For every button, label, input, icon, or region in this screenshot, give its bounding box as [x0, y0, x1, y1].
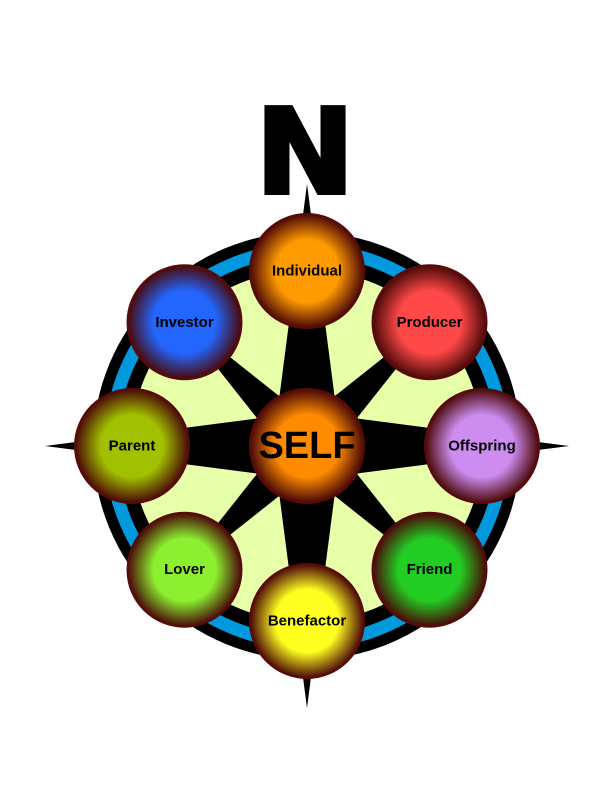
sphere — [249, 563, 365, 679]
sphere — [371, 511, 488, 628]
sphere — [249, 388, 365, 504]
node-label: Benefactor — [268, 613, 347, 630]
sphere — [424, 388, 540, 504]
sphere — [126, 511, 243, 628]
sphere — [249, 213, 365, 329]
node-benefactor[interactable]: Benefactor — [249, 563, 365, 679]
north-label: N — [256, 83, 355, 221]
node-label: Investor — [155, 314, 214, 331]
node-self[interactable]: SELF — [249, 388, 365, 504]
sphere — [74, 388, 190, 504]
node-label: Producer — [397, 314, 463, 331]
node-label: Lover — [164, 561, 205, 578]
node-parent[interactable]: Parent — [74, 388, 190, 504]
node-label: Parent — [109, 438, 156, 455]
node-label: Friend — [407, 561, 453, 578]
nodes-group: IndividualProducerOffspringFriendBenefac… — [74, 213, 540, 679]
node-investor[interactable]: Investor — [126, 264, 243, 381]
node-lover[interactable]: Lover — [126, 511, 243, 628]
sphere — [126, 264, 243, 381]
node-label: Offspring — [448, 438, 516, 455]
node-friend[interactable]: Friend — [371, 511, 488, 628]
sphere — [371, 264, 488, 381]
node-offspring[interactable]: Offspring — [424, 388, 540, 504]
node-individual[interactable]: Individual — [249, 213, 365, 329]
node-label: Individual — [272, 263, 342, 280]
node-label: SELF — [258, 425, 355, 467]
node-producer[interactable]: Producer — [371, 264, 488, 381]
